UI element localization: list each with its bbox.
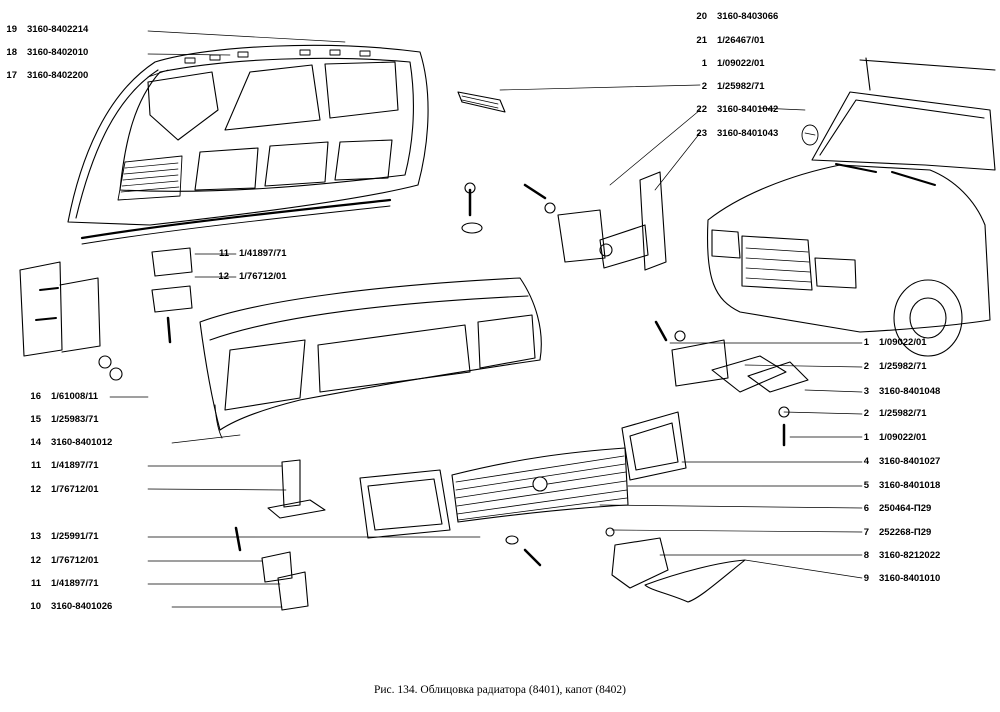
hood-hinge-22-23 xyxy=(523,171,667,271)
nut-washer-16-15 xyxy=(98,355,123,381)
screw-washer-center xyxy=(461,182,483,234)
left-lamp-frame xyxy=(359,469,451,539)
leader-lines xyxy=(109,30,863,608)
right-lamp-frame xyxy=(621,411,687,481)
right-bracket-3 xyxy=(654,320,809,447)
emblem-assembly-8-9 xyxy=(605,527,746,603)
clip-11-12-top xyxy=(151,247,193,344)
vehicle-outline xyxy=(706,57,996,357)
screw-washer-lower xyxy=(505,535,542,567)
hood xyxy=(67,44,429,245)
upper-grille-panel xyxy=(199,277,542,439)
hood-bumper-20 xyxy=(457,91,506,113)
center-grille xyxy=(451,447,629,523)
left-side-bracket xyxy=(19,261,101,357)
lower-bracket-10-11-12 xyxy=(234,459,326,611)
figure-caption: Рис. 134. Облицовка радиатора (8401), ка… xyxy=(373,684,626,696)
